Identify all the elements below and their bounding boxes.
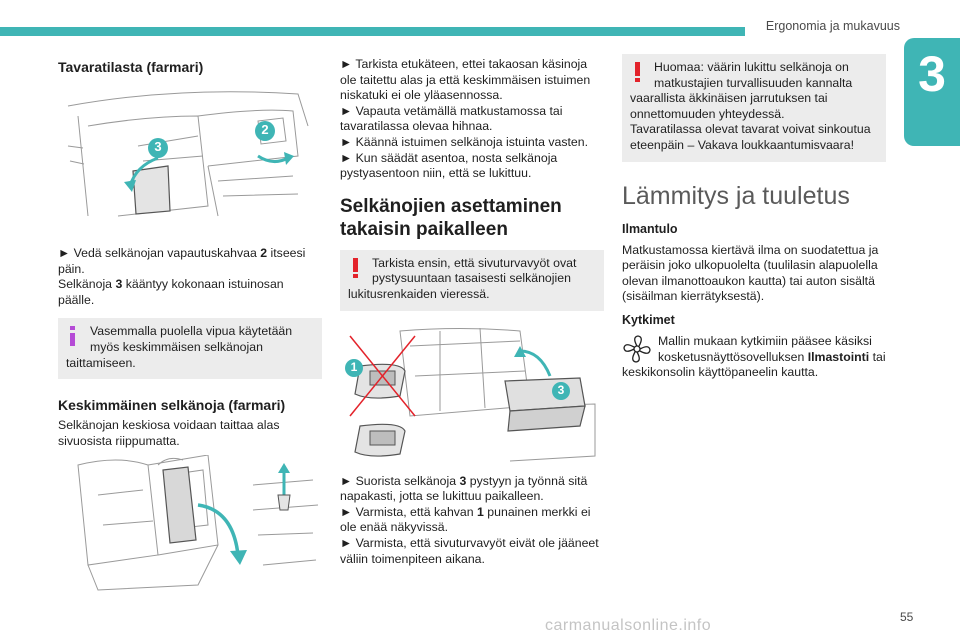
bullet-arrow: ► (58, 246, 71, 260)
bullet-text: Tarkista etukäteen, ettei takaosan käsin… (340, 57, 591, 103)
switches-text-a: kosketusnäyttösovelluksen (658, 349, 805, 364)
bullet-arrow: ► (340, 473, 353, 488)
step-pull-handle: ► Vedä selkänojan vapautuskahvaa 2 itsee… (58, 246, 322, 277)
bullet-arrow: ► (340, 150, 353, 165)
info-line-2: myös keskimmäisen selkänojan (90, 339, 263, 354)
result-text-end: kääntyy kokonaan istuinosan päälle. (58, 277, 284, 307)
bullet-check-armrest: ► Tarkista etukäteen, ettei takaosan käs… (340, 57, 604, 104)
middle-backrest-drawing (77, 455, 319, 591)
watermark: carmanualsonline.info (545, 617, 712, 634)
middle-backrest-text: Selkänojan keskiosa voidaan taittaa alas… (58, 418, 280, 448)
step-check-seatbelts: ► Varmista, että sivuturvavyöt eivät ole… (340, 536, 604, 567)
fan-icon (623, 335, 651, 363)
section-title-reposition: Selkänojien asettaminen takaisin paikall… (340, 195, 604, 241)
section-title-heating: Lämmitys ja tuuletus (622, 181, 850, 210)
result-text: Selkänoja (58, 277, 113, 292)
page-number: 55 (900, 610, 914, 624)
title-line-1: Selkänojien asettaminen (340, 195, 562, 217)
info-line-1: Vasemmalla puolella vipua käytetään (90, 324, 293, 339)
step-text-end: itseesi päin. (58, 246, 306, 276)
column-3: Huomaa: väärin lukittu selkänoja on matk… (622, 54, 886, 381)
header-accent-bar (0, 27, 745, 36)
warning-icon (635, 62, 640, 82)
subheading-switches: Kytkimet (622, 312, 675, 327)
chapter-tab: 3 (904, 38, 960, 146)
trunk-release-drawing (67, 91, 309, 217)
step-text-end: punainen merkki ei ole enää näkyvissä. (340, 504, 591, 535)
ref-number: 3 (115, 277, 123, 292)
info-icon (70, 326, 75, 347)
callout-3: 3 (154, 139, 162, 154)
switches-text: Mallin mukaan kytkimiin pääsee käsiksi k… (622, 334, 886, 365)
bullet-arrow: ► (340, 535, 353, 550)
section-title-middle-backrest: Keskimmäinen selkänoja (farmari) (58, 397, 286, 414)
step-text-end: pystyyn ja työnnä sitä napakasti, jotta … (340, 473, 588, 504)
warning-rest: vaarallista äkkinäisen jarrutuksen tai o… (630, 91, 828, 121)
switches-line-1: Mallin mukaan kytkimiin pääsee käsiksi (658, 333, 872, 348)
step-text: Suorista selkänoja (355, 473, 457, 488)
climate-app-name: Ilmastointi (807, 349, 870, 364)
ref-number: 2 (260, 246, 268, 260)
warning-note-seatbelts: Tarkista ensin, että sivuturvavyöt ovat … (340, 249, 604, 311)
switches-text-c: tai (872, 349, 886, 364)
illustration-trunk-release: 3 2 (58, 86, 322, 226)
info-line-3: taittamiseen. (66, 355, 136, 370)
callout-1: 1 (350, 359, 358, 374)
info-note: Vasemmalla puolella vipua käytetään myös… (58, 318, 322, 380)
warning-line-1: Tarkista ensin, että sivuturvavyöt ovat (372, 255, 577, 270)
bullet-arrow: ► (340, 134, 353, 149)
section-title-trunk: Tavaratilasta (farmari) (58, 59, 204, 75)
column-1: Tavaratilasta (farmari) 3 2 (58, 54, 322, 596)
title-line-2: takaisin paikalleen (340, 218, 508, 240)
illustration-lock-backrest: 1 3 (340, 325, 604, 464)
step-check-red-marker: ► Varmista, että kahvan 1 punainen merkk… (340, 505, 604, 536)
step-text: Varmista, että sivuturvavyöt eivät ole j… (340, 535, 599, 566)
illustration-middle-backrest (58, 455, 322, 596)
bullet-text: Kun säädät asentoa, nosta selkänoja pyst… (340, 150, 558, 181)
warning-line-2: pystysuuntaan tasaisesti selkänojien (372, 271, 571, 286)
bullet-fold-backrest: ► Käännä istuimen selkänoja istuinta vas… (340, 135, 604, 151)
step-text: Vedä selkänojan vapautuskahvaa (73, 246, 257, 260)
warning-line-3: lukitusrenkaiden vieressä. (348, 286, 490, 301)
result-line: Selkänoja 3 kääntyy kokonaan istuinosan … (58, 277, 322, 308)
running-head: Ergonomia ja mukavuus (765, 19, 900, 33)
switches-line-2: kosketusnäyttösovelluksen Ilmastointi ta… (658, 350, 886, 366)
air-intake-text: Matkustamossa kiertävä ilma on suodatett… (622, 242, 879, 304)
callout-3: 3 (557, 382, 565, 397)
warning-icon (353, 257, 358, 278)
bullet-text: Vapauta vetämällä matkustamossa tai tava… (340, 103, 563, 134)
step-push-backrest: ► Suorista selkänoja 3 pystyyn ja työnnä… (340, 474, 604, 505)
subheading-air-intake: Ilmantulo (622, 221, 678, 236)
bullet-arrow: ► (340, 103, 353, 118)
ref-number: 3 (459, 473, 467, 488)
column-2: ► Tarkista etukäteen, ettei takaosan käs… (340, 57, 604, 567)
bullet-raise-backrest: ► Kun säädät asentoa, nosta selkänoja py… (340, 151, 604, 182)
chapter-number: 3 (918, 46, 946, 102)
ref-number: 1 (477, 504, 484, 519)
callout-2: 2 (261, 122, 269, 137)
warning-line-2: matkustajien turvallisuuden kannalta (654, 75, 853, 90)
warning-note-locking: Huomaa: väärin lukittu selkänoja on matk… (622, 54, 886, 162)
warning-line-1: Huomaa: väärin lukittu selkänoja on (654, 60, 849, 74)
bullet-text: Käännä istuimen selkänoja istuinta vaste… (355, 134, 589, 149)
step-text: Varmista, että kahvan (355, 504, 474, 519)
warning-paragraph-2: Tavaratilassa olevat tavarat voivat sink… (630, 122, 871, 152)
bullet-release-strap: ► Vapauta vetämällä matkustamossa tai ta… (340, 104, 604, 135)
lock-backrest-drawing (345, 327, 596, 462)
bullet-arrow: ► (340, 57, 353, 71)
switches-rest: keskikonsolin käyttöpaneelin kautta. (622, 365, 819, 380)
bullet-arrow: ► (340, 504, 353, 519)
